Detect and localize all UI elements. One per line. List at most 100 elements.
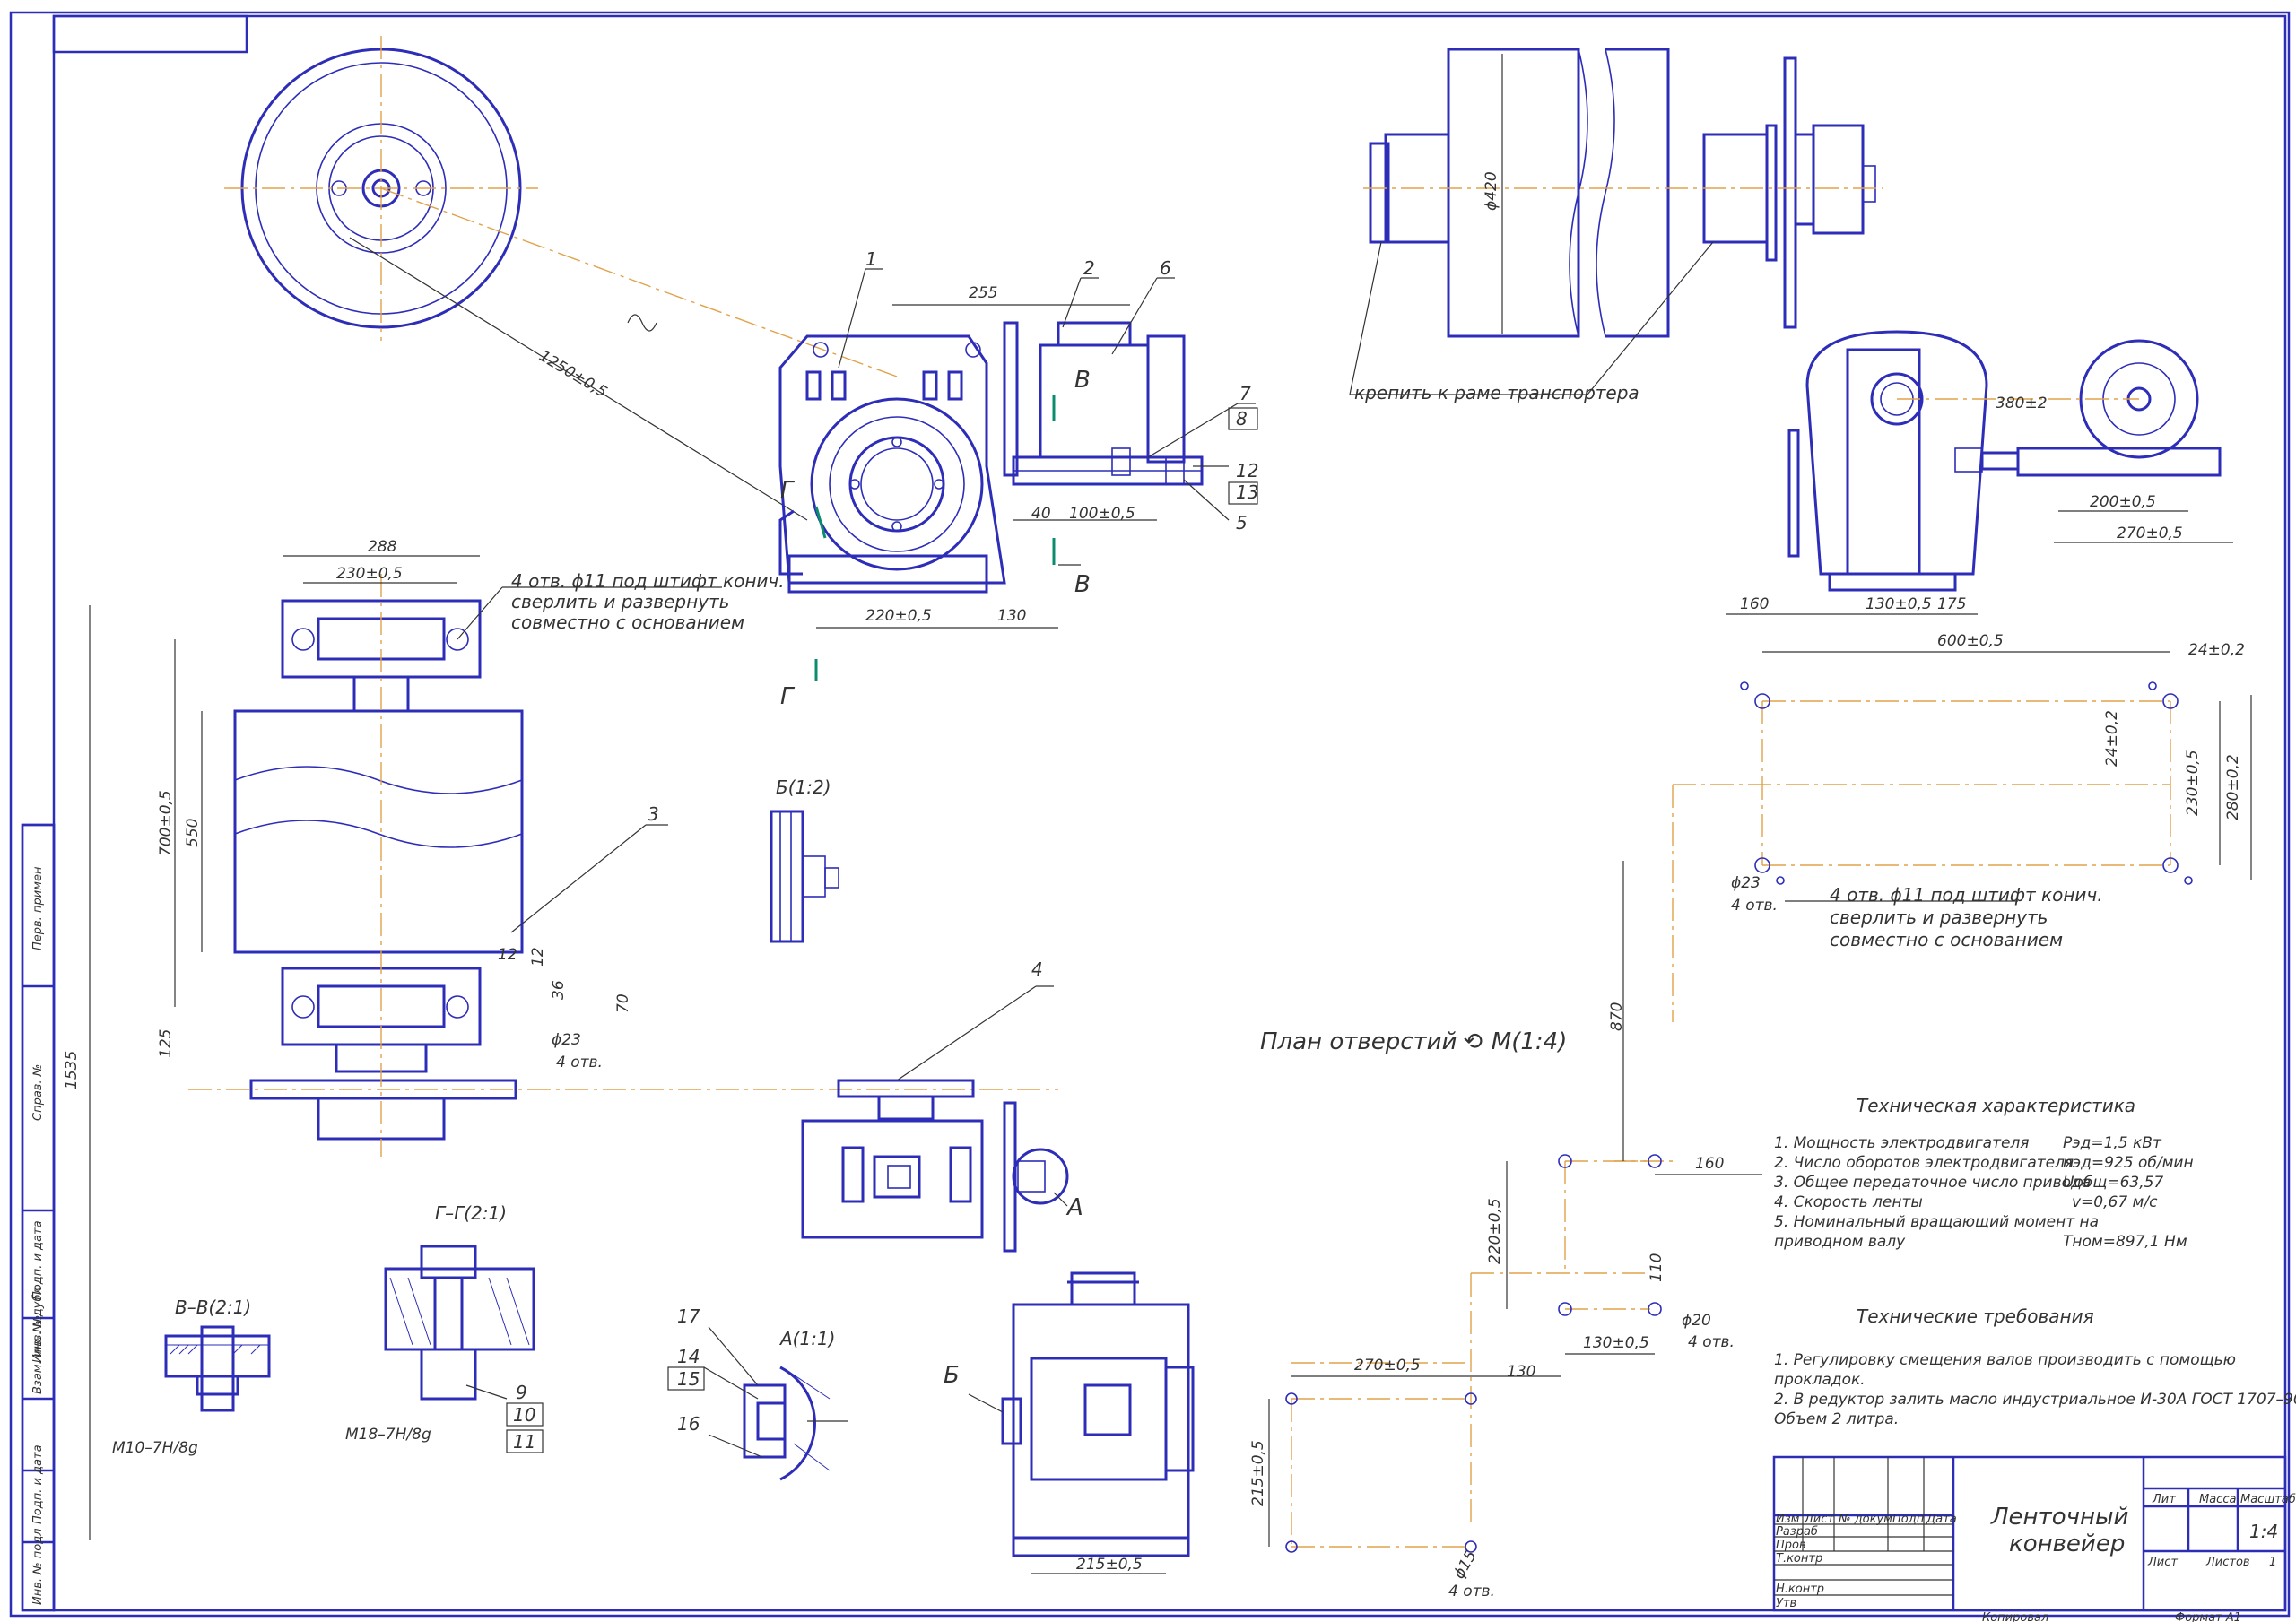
motor-front-view [1012, 321, 1204, 486]
dim-130: 130 [997, 607, 1026, 625]
sheet-outer-border [9, 11, 2291, 1618]
dim-220: 220±0,5 [865, 607, 932, 625]
plan-hole-note-2: сверлить и развернуть [1830, 906, 2048, 928]
tech-value-2: nэд=925 об/мин [2063, 1154, 2194, 1172]
holes-15: ϕ15 [1450, 1548, 1481, 1582]
thread-2: М18–7Н/8g [345, 1426, 431, 1444]
stamp-nkontr: Н.контр [1776, 1583, 1824, 1596]
gearbox-front-view [778, 321, 1019, 594]
side-label-6: Подп. и дата [31, 1444, 45, 1524]
dim-270b: 270±0,5 [1354, 1357, 1421, 1375]
stamp-dokum: № докум [1838, 1513, 1892, 1526]
section-g-bolt [384, 1245, 535, 1401]
pos-5: 5 [1236, 512, 1248, 533]
stamp-sheet: Лист [2147, 1556, 2178, 1569]
section-g-label: Г–Г(2:1) [435, 1202, 507, 1224]
dim-100: 100±0,5 [1069, 505, 1135, 523]
stamp-razrab: Разраб [1776, 1525, 1818, 1539]
pos-11: 11 [513, 1431, 535, 1453]
req-line-1: 1. Регулировку смещения валов производит… [1774, 1351, 2236, 1369]
dim-870: 870 [1608, 1002, 1626, 1031]
sheets-value: 1 [2269, 1556, 2276, 1569]
mark-g-top: Г [780, 477, 796, 504]
tech-requirements: Технические требования 1. Регулировку см… [1774, 1305, 2296, 1428]
title-block: Изм Лист № докум Подп Дата Разраб Пров Т… [1772, 1455, 2296, 1612]
belt-centreline [380, 187, 898, 377]
drawing-title-1: Ленточный [1990, 1504, 2128, 1531]
mark-b: Б [944, 1362, 960, 1389]
copied-label: Копировал [1982, 1611, 2048, 1622]
scale-value: 1:4 [2249, 1521, 2278, 1542]
hole-note-1: 4 отв. ϕ11 под штифт конич. [511, 570, 785, 592]
tech-line-6: приводном валу [1774, 1233, 1906, 1251]
dim-130c: 130±0,5 [1583, 1334, 1649, 1352]
section-b-label: Б(1:2) [776, 776, 831, 798]
req-line-4: Объем 2 литра. [1774, 1410, 1899, 1428]
plan-hole-note-1: 4 отв. ϕ11 под штифт конич. [1830, 884, 2103, 906]
pos-6: 6 [1160, 257, 1171, 279]
req-heading: Технические требования [1857, 1305, 2094, 1327]
stamp-scale: Масштаб [2240, 1493, 2296, 1506]
side-label-2: Справ. № [31, 1064, 45, 1121]
section-a-detail [743, 1366, 848, 1481]
dim-288: 288 [368, 538, 397, 556]
dim-24a: 24±0,2 [2188, 641, 2245, 659]
stamp-lit: Лит [2152, 1493, 2176, 1506]
plan-title: План отверстий ⟲ М(1:4) [1260, 1028, 1567, 1055]
drum-plan-view [188, 574, 1058, 1157]
dim-110: 110 [1648, 1253, 1665, 1282]
sheet-inner-frame [52, 14, 2287, 1612]
tech-heading: Техническая характеристика [1857, 1095, 2135, 1116]
dim-175: 175 [1937, 595, 1966, 613]
dim-270: 270±0,5 [2117, 525, 2183, 542]
dim-700: 700±0,5 [157, 790, 175, 856]
pos-17: 17 [677, 1305, 700, 1327]
stamp-mass: Масса [2199, 1493, 2236, 1506]
dim-130b: 130±0,5 [1866, 595, 1932, 613]
drawing-title-2: конвейер [2009, 1531, 2125, 1557]
side-label-3: Подп. и дата [31, 1220, 45, 1300]
pos-13: 13 [1236, 481, 1258, 503]
dim-24b: 24±0,2 [2103, 710, 2121, 767]
dim-280: 280±0,2 [2224, 754, 2242, 820]
req-line-3: 2. В редуктор залить масло индустриально… [1774, 1391, 2296, 1409]
hole-4-left: 4 отв. [556, 1054, 603, 1071]
side-label-1: Перв. примен [31, 866, 45, 950]
pos-9: 9 [516, 1382, 527, 1403]
holes-4-c: 4 отв. [1448, 1583, 1495, 1600]
plan-hole-note-3: совместно с основанием [1830, 929, 2063, 950]
format-label: Формат А1 [2175, 1611, 2241, 1622]
stamp-podp: Подп [1892, 1513, 1925, 1526]
section-v-bolt [164, 1325, 271, 1412]
thread-1: М10–7Н/8g [112, 1439, 198, 1457]
dim-1535: 1535 [63, 1051, 81, 1089]
dim-70: 70 [614, 993, 632, 1013]
dim-230: 230±0,5 [336, 565, 403, 583]
dim-255: 255 [969, 284, 997, 302]
tech-value-4: v=0,67 м/с [2072, 1193, 2158, 1211]
dim-12: 12 [498, 946, 517, 964]
tech-value-6: Тном=897,1 Нм [2063, 1233, 2187, 1251]
dim-600: 600±0,5 [1937, 632, 2004, 650]
req-line-2: прокладок. [1774, 1371, 1866, 1389]
hole-23-left: ϕ23 [552, 1031, 581, 1049]
mark-a: А [1065, 1194, 1083, 1221]
pos-2: 2 [1083, 257, 1095, 279]
pos-10: 10 [513, 1404, 535, 1426]
mark-v-top: В [1074, 367, 1091, 394]
tech-line-5: 5. Номинальный вращающий момент на [1774, 1213, 2099, 1231]
dim-160: 160 [1740, 595, 1769, 613]
dim-40: 40 [1031, 505, 1051, 523]
gearbox-side-view [1787, 330, 2222, 592]
dim-220b: 220±0,5 [1486, 1198, 1504, 1264]
hole-note-2: сверлить и развернуть [511, 591, 729, 612]
break-mark [627, 314, 657, 332]
gearbox-plan-view [801, 1079, 1069, 1253]
pos-1: 1 [865, 248, 877, 270]
side-strip: Перв. примен Справ. № Подп. и дата Взам.… [21, 823, 56, 1612]
pos-16: 16 [677, 1413, 700, 1435]
dim-380: 380±2 [1996, 395, 2048, 412]
dim-200: 200±0,5 [2090, 493, 2156, 511]
dim-12b: 12 [529, 947, 547, 967]
